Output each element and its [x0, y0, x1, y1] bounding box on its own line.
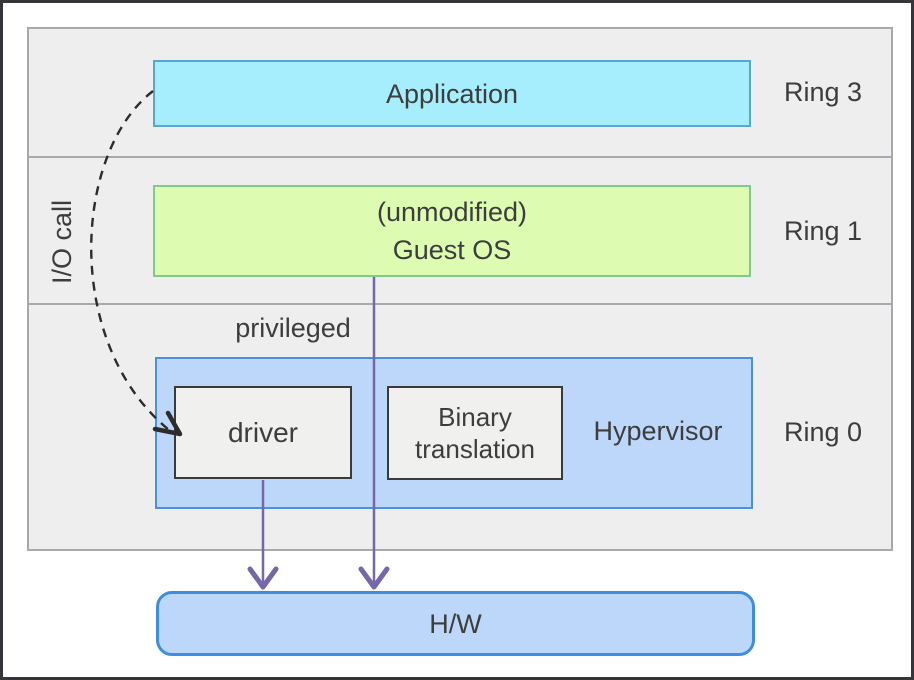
- guest-os-label-line1: (unmodified): [376, 197, 528, 227]
- hypervisor-label: Hypervisor: [593, 416, 723, 446]
- driver-to-hw-arrowhead-icon: [247, 566, 279, 590]
- driver-label: driver: [227, 416, 298, 448]
- binary-translation-box: Binary translation: [387, 386, 563, 480]
- ring1-ring0-divider: [28, 303, 892, 305]
- ring-3-label: Ring 3: [783, 77, 863, 107]
- privileged-label: privileged: [235, 313, 351, 343]
- ring-1-label: Ring 1: [783, 216, 863, 246]
- guest-to-hw-arrowhead-icon: [358, 566, 390, 590]
- guest-os-label-line2: Guest OS: [392, 235, 512, 265]
- binary-translation-label-line1: Binary: [438, 402, 512, 432]
- io-call-label: I/O call: [47, 199, 77, 285]
- guest-os-box: (unmodified) Guest OS: [153, 185, 751, 277]
- ring-0-label: Ring 0: [783, 417, 863, 447]
- binary-translation-label-line2: translation: [415, 434, 535, 464]
- driver-box: driver: [174, 386, 352, 479]
- application-label: Application: [385, 78, 519, 109]
- application-box: Application: [153, 60, 751, 127]
- hardware-label: H/W: [429, 608, 482, 639]
- ring3-ring1-divider: [28, 156, 892, 158]
- hardware-box: H/W: [156, 591, 755, 656]
